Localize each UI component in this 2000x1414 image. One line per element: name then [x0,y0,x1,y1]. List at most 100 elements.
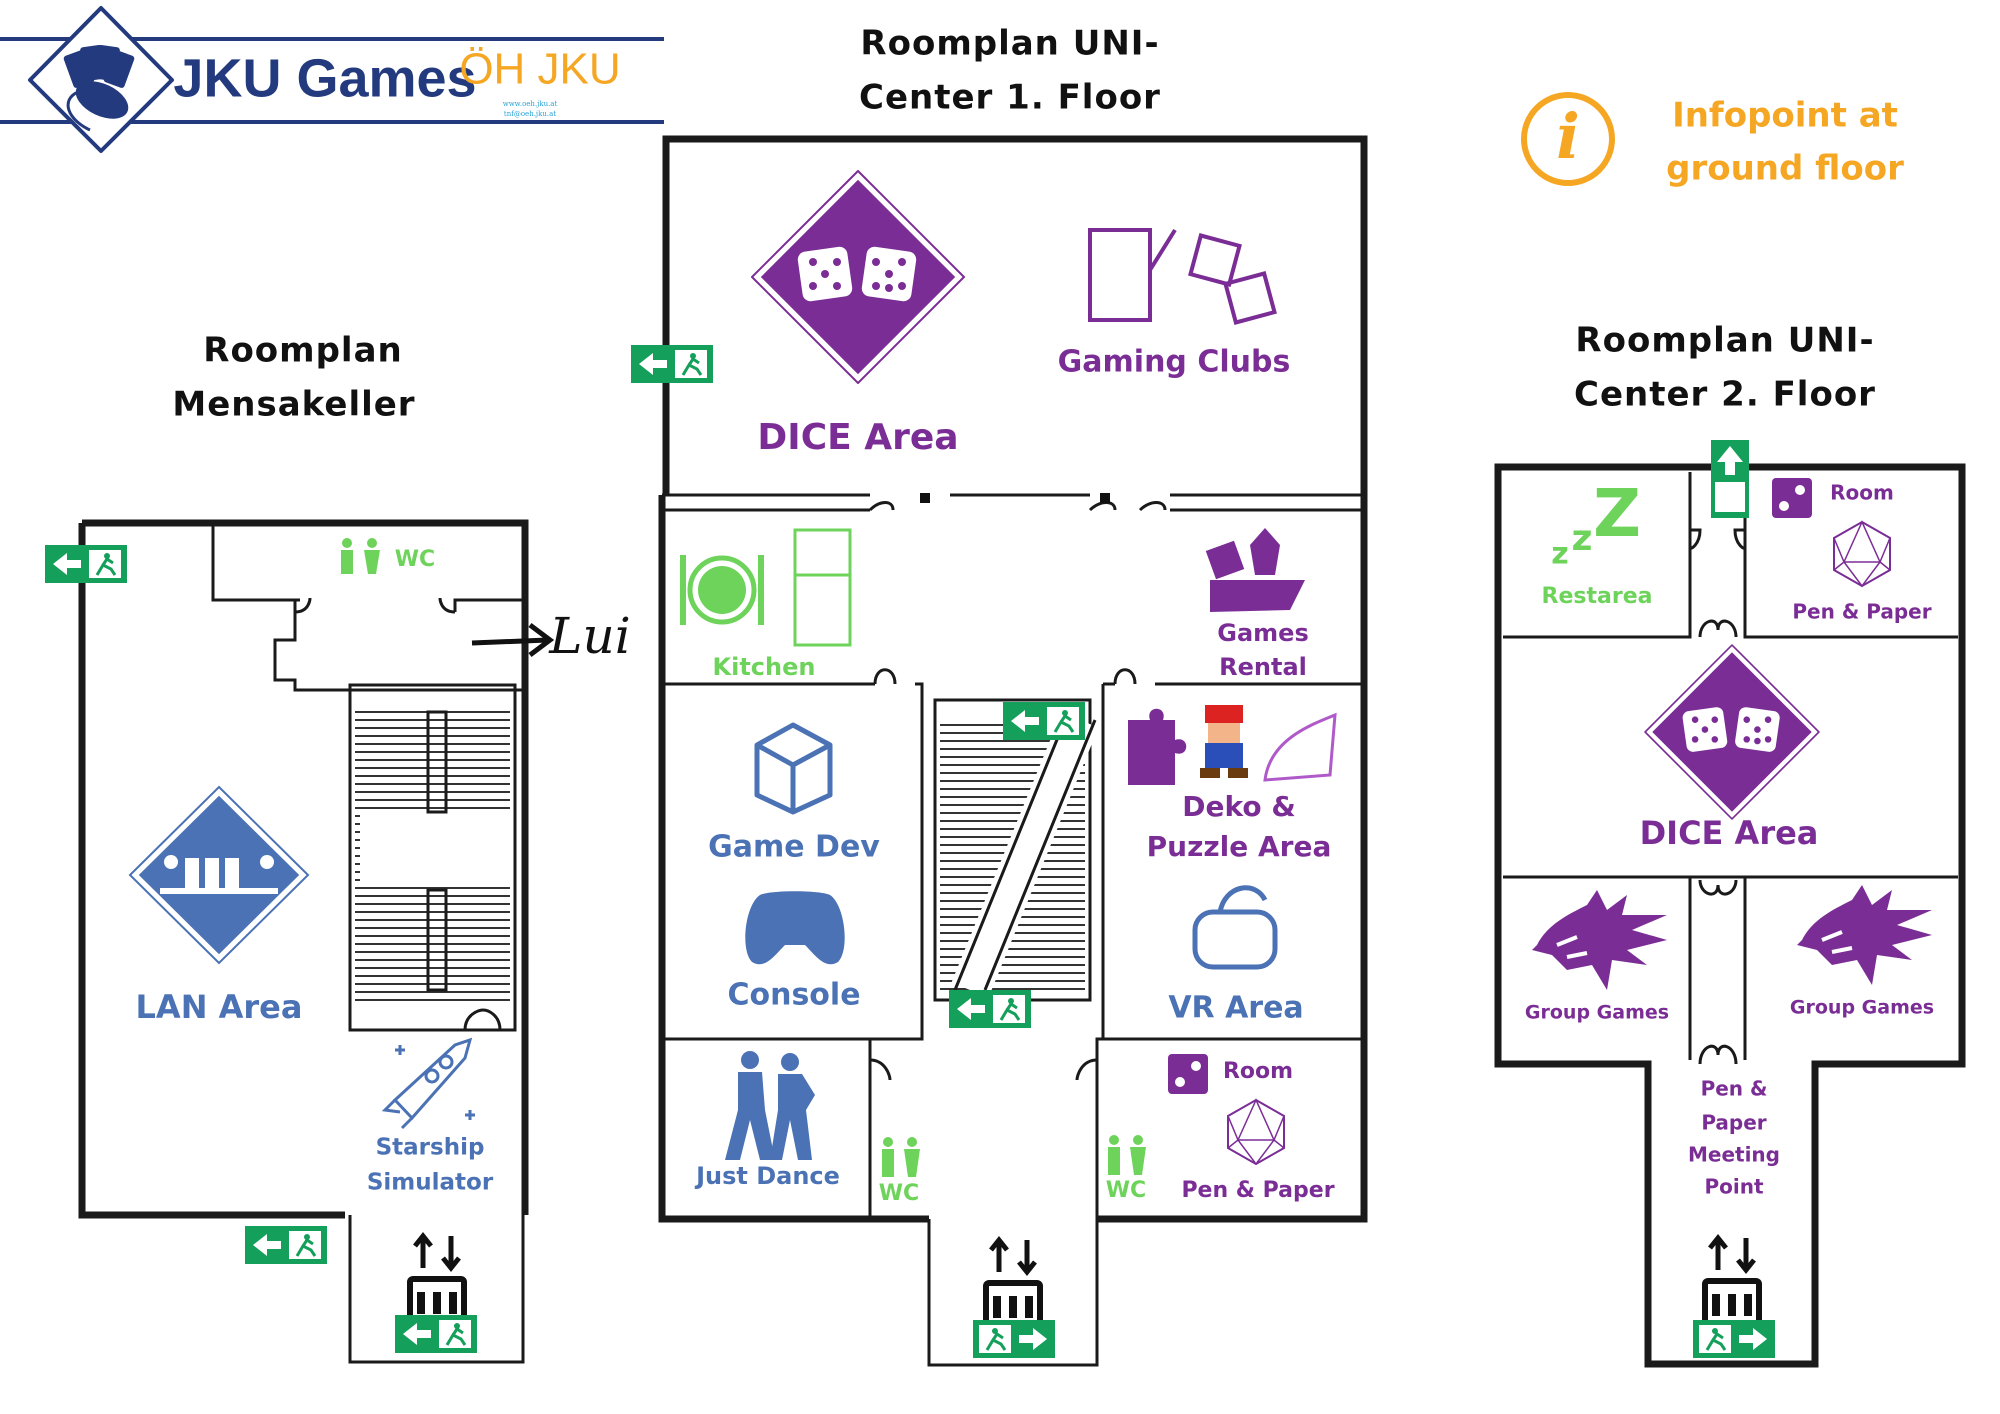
svg-text:VR Area: VR Area [1168,991,1303,1026]
svg-text:Kitchen: Kitchen [713,653,816,681]
jku-games-logo: JKU Games ÖH JKU www.oeh.jku.at tnf@oeh.… [0,6,664,153]
svg-text:DICE Area: DICE Area [1640,814,1819,852]
svg-text:Pen & Paper: Pen & Paper [1181,1178,1334,1203]
wc-icon [882,1137,920,1177]
emergency-exit-sign [971,1318,1057,1360]
wc-floor1-right: WC [1106,1135,1146,1203]
svg-text:Puzzle Area: Puzzle Area [1147,830,1332,863]
group-games-right: Group Games [1790,883,1934,1019]
svg-text:Group Games: Group Games [1525,1002,1669,1024]
elevator-icon [1702,1238,1762,1326]
svg-text:z: z [1572,518,1593,559]
emergency-exit-sign [1001,700,1087,742]
svg-text:Group Games: Group Games [1790,997,1934,1019]
svg-text:WC: WC [395,547,435,572]
svg-text:DICE Area: DICE Area [757,417,958,458]
puzzle-icon [1128,708,1187,785]
floor2-plan: Roomplan UNI- Center 2. Floor z z Z Rest… [1494,321,1966,1368]
rocket-icon [381,1037,475,1130]
d20-icon [1227,1099,1285,1165]
d20-icon [1833,521,1891,587]
emergency-exit-sign [243,1224,329,1266]
dice-area: DICE Area [750,169,966,458]
games-rental: Games Rental [1205,528,1309,681]
dice-icon [1643,643,1821,821]
svg-text:Pen & Paper: Pen & Paper [1792,600,1931,624]
cube-icon [754,722,833,815]
deko-puzzle-area: Deko & Puzzle Area [1128,705,1337,863]
elevator-icon [983,1240,1043,1328]
handwritten-arrow-lui: Lui [471,607,631,665]
restarea: z z Z Restarea [1542,475,1653,609]
emergency-exit-sign [629,343,715,385]
svg-text:Rental: Rental [1219,653,1307,681]
floor2-title-line1: Roomplan UNI- [1575,321,1874,361]
die-icon [1168,1054,1208,1094]
stairs [933,698,1099,1002]
svg-text:Room: Room [1830,481,1894,505]
dice-icon [750,169,966,385]
svg-text:Paper: Paper [1701,1111,1766,1135]
cards-mouse-icon [63,45,135,132]
floor1-title-line2: Center 1. Floor [859,78,1161,118]
game-dev: Game Dev [708,722,880,865]
oeh-jku-logo: ÖH JKU www.oeh.jku.at tnf@oeh.jku.at [459,45,620,118]
svg-text:Game Dev: Game Dev [708,830,880,865]
vr-headset-icon [1192,885,1278,970]
wolf-icon [1530,888,1669,992]
plate-fridge-icon [680,528,852,647]
gaming-clubs: Gaming Clubs [1058,228,1291,380]
svg-text:Lui: Lui [548,607,630,665]
svg-text:i: i [1556,100,1580,173]
dice-area-floor2: DICE Area [1640,643,1821,852]
svg-text:Deko &: Deko & [1182,790,1296,823]
lan-area: LAN Area [128,785,310,1026]
wc-icon [341,538,380,574]
sleep-zzz-icon: z z Z [1551,475,1641,571]
dancers-icon [725,1051,815,1160]
console: Console [727,891,861,1013]
svg-text:Starship: Starship [376,1135,485,1161]
mensakeller-title-line2: Mensakeller [172,385,415,425]
svg-text:Meeting: Meeting [1688,1143,1780,1167]
wc-mensakeller: WC [341,538,435,574]
kitchen: Kitchen [680,528,852,681]
mario-icon [1200,705,1248,778]
pen-paper-room-floor1: Room Pen & Paper [1168,1054,1335,1203]
infopoint-line2: ground floor [1666,149,1904,189]
emergency-exit-sign-up [1711,440,1749,518]
vr-area: VR Area [1168,885,1304,1026]
svg-text:Games: Games [1217,619,1308,647]
gamepad-icon [745,891,845,965]
wc-icon [1108,1135,1146,1175]
group-games-left: Group Games [1525,888,1669,1024]
floor2-title-line2: Center 2. Floor [1574,375,1876,415]
gaming-clubs-icon [1088,228,1277,325]
games-rental-icon [1205,528,1305,612]
svg-text:Pen &: Pen & [1701,1077,1768,1101]
svg-text:WC: WC [879,1181,919,1206]
emergency-exit-sign [1691,1318,1777,1360]
floor1-plan: Roomplan UNI- Center 1. Floor DICE Area … [629,24,1368,1367]
starship-simulator: Starship Simulator [367,1037,494,1196]
infopoint-line1: Infopoint at [1672,96,1898,136]
emergency-exit-sign [393,1313,479,1355]
svg-text:Restarea: Restarea [1542,584,1653,609]
stairs [348,683,517,1032]
svg-text:z: z [1551,537,1568,572]
floor1-title-line1: Roomplan UNI- [860,24,1159,64]
svg-text:Just Dance: Just Dance [694,1162,840,1190]
svg-text:Z: Z [1593,475,1641,552]
mensakeller-plan: Roomplan Mensakeller WC Lui [43,331,631,1364]
lan-icon [128,785,310,965]
svg-text:www.oeh.jku.at: www.oeh.jku.at [503,100,558,108]
mensakeller-title-line1: Roomplan [203,331,402,371]
iron-icon [1263,712,1337,782]
infopoint: i Infopoint at ground floor [1521,92,1904,189]
just-dance: Just Dance [694,1051,840,1190]
emergency-exit-sign [947,988,1033,1030]
svg-text:Gaming Clubs: Gaming Clubs [1058,345,1291,380]
wc-floor1-left: WC [879,1137,920,1206]
info-icon [1521,92,1615,186]
